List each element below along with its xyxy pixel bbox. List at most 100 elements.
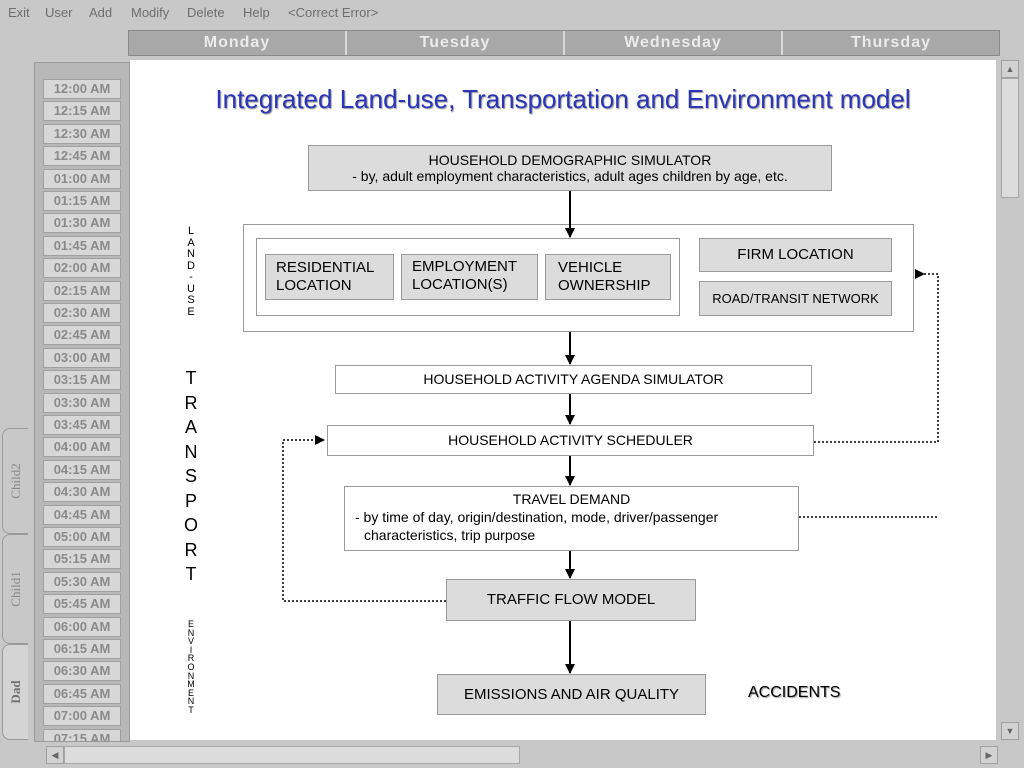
environment-letter: T (188, 704, 194, 715)
tab-child1[interactable]: Child1 (2, 534, 28, 644)
time-slot[interactable]: 05:00 AM (43, 527, 121, 547)
menu-modify[interactable]: Modify (131, 5, 170, 20)
tab-dad-label: Dad (7, 680, 23, 704)
time-slot[interactable]: 04:15 AM (43, 459, 121, 480)
day-header-monday[interactable]: Monday (129, 31, 347, 55)
tab-child2-label: Child2 (7, 463, 23, 499)
time-slot[interactable]: 06:00 AM (43, 616, 121, 637)
environment-letter: E (187, 687, 194, 698)
menu-delete[interactable]: Delete (187, 5, 225, 20)
land-use-letter: N (187, 248, 195, 260)
day-header-thursday[interactable]: Thursday (850, 34, 931, 51)
scroll-right-button[interactable]: ▶ (980, 746, 998, 764)
land-use-letter: S (187, 294, 195, 306)
vehicle-ownership-line2: OWNERSHIP (558, 277, 651, 294)
time-slot[interactable]: 12:30 AM (43, 123, 121, 144)
time-slot[interactable]: 04:30 AM (43, 482, 121, 503)
person-tabs: Child2 Child1 Dad (0, 62, 34, 742)
land-use-letter: E (187, 305, 195, 318)
time-slot[interactable]: 06:45 AM (43, 683, 121, 704)
schedule-canvas: Integrated Land-use, Transportation and … (130, 60, 996, 740)
time-slot[interactable]: 03:30 AM (43, 392, 121, 413)
environment-letter: O (187, 661, 195, 672)
environment-letter: I (189, 644, 193, 655)
residential-location-line1: RESIDENTIAL (276, 259, 375, 276)
time-slot[interactable]: 02:00 AM (43, 258, 121, 279)
time-slot[interactable]: 12:00 AM (43, 79, 121, 99)
environment-letter: E (187, 619, 194, 629)
employment-location-line2: LOCATION(S) (412, 276, 508, 293)
time-slot[interactable]: 05:45 AM (43, 594, 121, 615)
environment-letter: M (187, 679, 195, 690)
travel-demand-box: TRAVEL DEMAND - by time of day, origin/d… (344, 486, 799, 551)
time-slot[interactable]: 03:00 AM (43, 347, 121, 368)
transport-letter: T (185, 368, 197, 388)
day-header-wednesday[interactable]: Wednesday (565, 31, 783, 55)
transport-letter: S (184, 466, 197, 486)
time-slot[interactable]: 04:45 AM (43, 504, 121, 525)
traffic-flow-model-box: TRAFFIC FLOW MODEL (446, 579, 696, 621)
tab-child2[interactable]: Child2 (2, 428, 28, 534)
vehicle-ownership-box: VEHICLE OWNERSHIP (545, 254, 671, 300)
time-slot[interactable]: 01:00 AM (43, 168, 121, 189)
emissions-air-quality-box: EMISSIONS AND AIR QUALITY (437, 674, 706, 715)
road-transit-network-box: ROAD/TRANSIT NETWORK (699, 281, 892, 316)
scroll-up-button[interactable]: ▲ (1001, 60, 1019, 78)
environment-letter: N (187, 627, 195, 638)
time-slot[interactable]: 05:15 AM (43, 549, 121, 570)
scroll-left-button[interactable]: ◀ (46, 746, 64, 764)
menu-help[interactable]: Help (243, 5, 270, 20)
transport-letter: A (184, 417, 197, 437)
travel-demand-title: TRAVEL DEMAND (512, 491, 631, 507)
time-slot[interactable]: 03:15 AM (43, 370, 121, 391)
time-slot[interactable]: 12:45 AM (43, 146, 121, 167)
time-slot[interactable]: 02:45 AM (43, 325, 121, 346)
time-slot[interactable]: 06:15 AM (43, 639, 121, 659)
transport-letter: T (185, 564, 197, 584)
tab-dad[interactable]: Dad (2, 644, 28, 740)
household-demographic-desc: - by, adult employment characteristics, … (352, 168, 788, 184)
time-slot[interactable]: 02:15 AM (43, 280, 121, 301)
horizontal-scrollbar[interactable]: ◀ ▶ (44, 744, 1000, 766)
travel-demand-desc: - by time of day, origin/destination, mo… (355, 509, 719, 525)
transport-letter: R (184, 539, 198, 560)
diagram-title: Integrated Land-use, Transportation and … (215, 84, 911, 114)
feedback-scheduler-to-network (814, 273, 939, 443)
transport-letter: N (184, 441, 198, 462)
environment-letter: V (187, 636, 194, 647)
time-slot[interactable]: 06:30 AM (43, 661, 121, 682)
menu-user[interactable]: User (45, 5, 73, 20)
day-header-tuesday[interactable]: Tuesday (347, 31, 565, 55)
time-slot[interactable]: 01:15 AM (43, 191, 121, 211)
employment-location-line1: EMPLOYMENT (412, 258, 518, 275)
time-slot[interactable]: 02:30 AM (43, 303, 121, 323)
menu-exit[interactable]: Exit (8, 5, 30, 20)
flow-arrows (282, 191, 939, 674)
vertical-scroll-thumb[interactable] (1001, 78, 1019, 198)
environment-letter: N (187, 670, 195, 681)
activity-agenda-box: HOUSEHOLD ACTIVITY AGENDA SIMULATOR (335, 365, 812, 394)
time-slot[interactable]: 01:45 AM (43, 235, 121, 256)
time-slot[interactable]: 03:45 AM (43, 415, 121, 435)
residential-location-box: RESIDENTIAL LOCATION (265, 254, 394, 300)
tab-child1-label: Child1 (7, 571, 23, 607)
time-slot[interactable]: 01:30 AM (43, 213, 121, 234)
time-slot[interactable]: 07:15 AM (43, 728, 121, 741)
vertical-scrollbar[interactable]: ▲ ▼ (998, 58, 1022, 742)
menu-add[interactable]: Add (89, 5, 113, 20)
menu-correct-error[interactable]: <Correct Error> (288, 5, 379, 20)
horizontal-scroll-thumb[interactable] (64, 746, 520, 764)
vehicle-ownership-line1: VEHICLE (558, 259, 623, 276)
transport-letter: P (184, 490, 197, 511)
activity-scheduler-box: HOUSEHOLD ACTIVITY SCHEDULER (327, 425, 814, 456)
employment-location-box: EMPLOYMENT LOCATION(S) (401, 254, 538, 300)
menu-bar: Exit User Add Modify Delete Help <Correc… (0, 0, 1024, 26)
time-slot[interactable]: 12:15 AM (43, 101, 121, 122)
time-slot[interactable]: 05:30 AM (43, 571, 121, 592)
scroll-down-button[interactable]: ▼ (1001, 722, 1019, 740)
day-header: Monday Tuesday Wednesday Thursday (128, 30, 1000, 56)
residential-location-line2: LOCATION (276, 277, 352, 294)
time-slot[interactable]: 07:00 AM (43, 706, 121, 727)
time-slot[interactable]: 04:00 AM (43, 437, 121, 458)
